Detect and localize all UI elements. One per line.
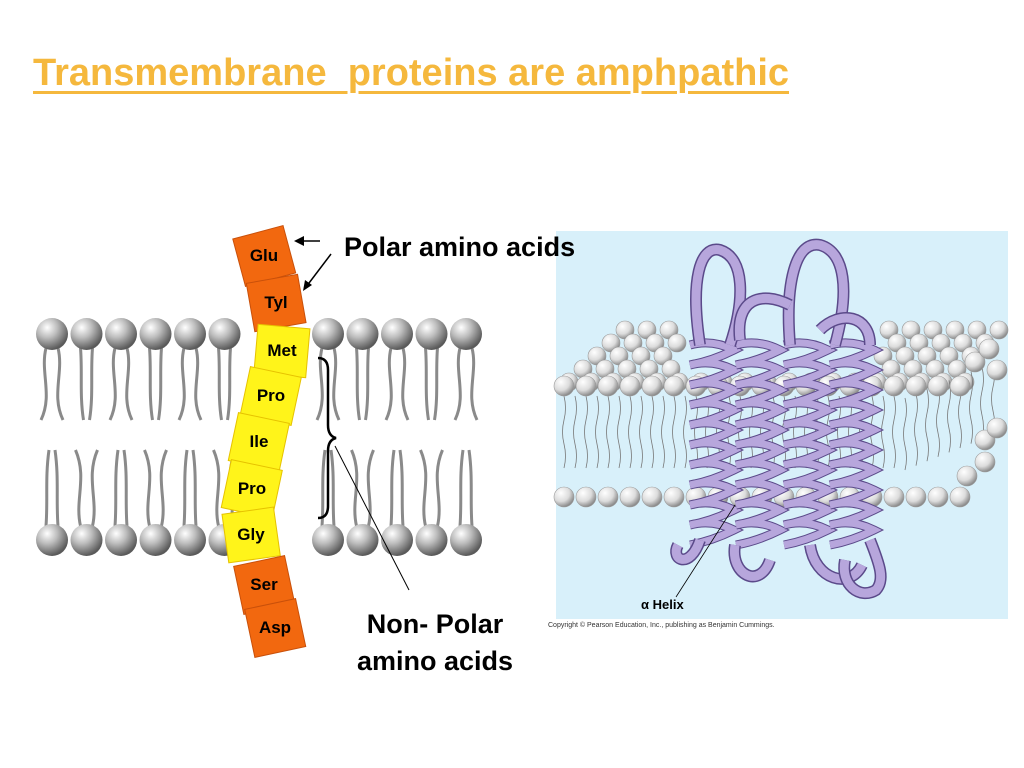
alpha-helix-bundle bbox=[670, 238, 887, 600]
phospholipid-bottom bbox=[174, 449, 206, 556]
helix-loop bbox=[730, 544, 775, 581]
phospholipid-bottom bbox=[450, 449, 482, 556]
phospholipid-bottom bbox=[415, 449, 448, 556]
phospholipid-top bbox=[450, 318, 482, 421]
amino-acid-met: Met bbox=[253, 323, 311, 379]
phospholipid-bottom bbox=[346, 449, 379, 556]
amino-acid-label: Asp bbox=[259, 618, 291, 637]
phospholipid-top bbox=[381, 318, 413, 421]
polar-arrowhead-1 bbox=[294, 236, 304, 246]
amino-acid-gly: Gly bbox=[221, 506, 281, 564]
alpha-helix bbox=[828, 338, 885, 550]
amino-acid-label: Glu bbox=[250, 246, 278, 265]
polar-amino-acids-label: Polar amino acids bbox=[344, 232, 576, 262]
copyright-note: Copyright © Pearson Education, Inc., pub… bbox=[548, 622, 775, 629]
helix-loop bbox=[816, 313, 875, 346]
amino-acid-pro: Pro bbox=[220, 459, 283, 519]
phospholipid-bottom bbox=[312, 449, 344, 556]
amino-acid-label: Ile bbox=[250, 432, 269, 451]
amino-acid-label: Pro bbox=[238, 479, 266, 498]
amino-acid-label: Met bbox=[267, 341, 297, 360]
helix-loop bbox=[784, 240, 848, 347]
lipid-bilayer-left bbox=[36, 318, 482, 556]
helix-loop bbox=[671, 538, 705, 564]
phospholipid-top bbox=[139, 318, 172, 421]
amino-acid-label: Ser bbox=[250, 575, 278, 594]
phospholipid-bottom bbox=[381, 449, 413, 556]
phospholipid-top bbox=[208, 318, 241, 421]
helix-loop bbox=[839, 538, 886, 598]
helix-pointer bbox=[675, 504, 736, 598]
illustration-background bbox=[556, 231, 1008, 619]
right-side-leaflet bbox=[956, 338, 1008, 487]
amino-acid-label: Pro bbox=[257, 386, 285, 405]
amino-acid-ile: Ile bbox=[227, 412, 290, 472]
phospholipid-top bbox=[312, 318, 344, 421]
membrane-protein-illustration bbox=[553, 231, 1009, 619]
helix-loop bbox=[805, 544, 867, 584]
alpha-helix bbox=[782, 338, 839, 550]
polar-arrowhead-2 bbox=[303, 280, 312, 291]
nonpolar-brace bbox=[317, 356, 337, 520]
slide-title: Transmembrane proteins are amphpathic bbox=[33, 52, 790, 94]
phospholipid-top bbox=[36, 318, 68, 421]
nonpolar-pointer bbox=[334, 445, 410, 591]
helix-loop bbox=[691, 245, 745, 347]
amino-acid-asp: Asp bbox=[244, 598, 307, 658]
phospholipid-top bbox=[346, 318, 379, 421]
alpha-helix-label: α Helix bbox=[641, 597, 684, 612]
helix-loop bbox=[734, 293, 793, 341]
amino-acid-label: Gly bbox=[237, 525, 265, 544]
phospholipid-top bbox=[70, 318, 103, 421]
phospholipid-bottom bbox=[105, 449, 137, 556]
phospholipid-bottom bbox=[139, 449, 172, 556]
alpha-helix bbox=[688, 338, 745, 550]
phospholipid-top bbox=[174, 318, 206, 421]
nonpolar-amino-acids-label: Non- Polar amino acids bbox=[356, 609, 514, 676]
phospholipid-bottom bbox=[70, 449, 103, 556]
phospholipid-top bbox=[105, 318, 137, 421]
phospholipid-top bbox=[415, 318, 448, 421]
amino-acid-tyl: Tyl bbox=[245, 273, 307, 333]
annotation-pointers bbox=[294, 236, 736, 598]
amino-acid-ser: Ser bbox=[233, 555, 296, 615]
alpha-helix bbox=[734, 338, 791, 550]
amino-acid-label: Tyl bbox=[264, 293, 287, 312]
polar-arrow-2 bbox=[305, 253, 332, 288]
phospholipid-bottom bbox=[36, 449, 68, 556]
